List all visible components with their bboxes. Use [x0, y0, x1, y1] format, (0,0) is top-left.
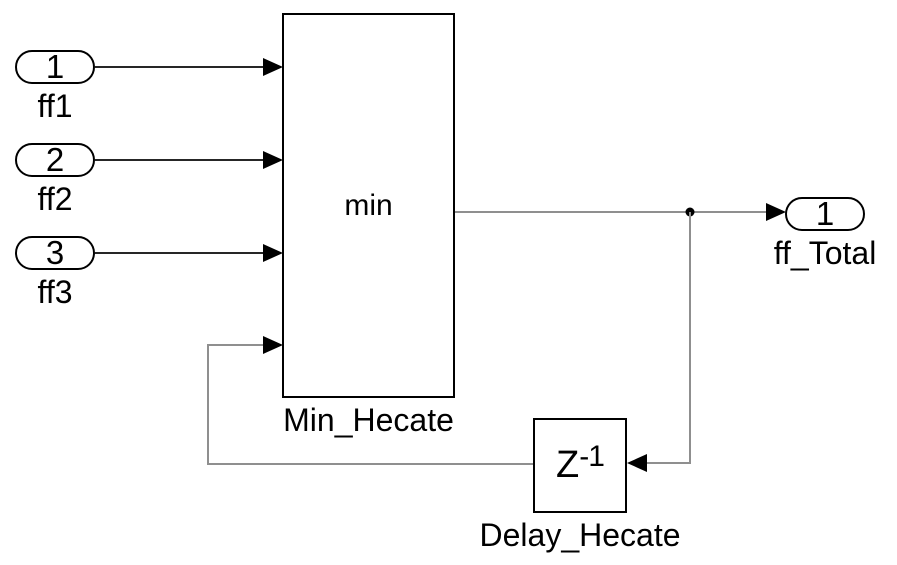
arrowhead-icon [627, 454, 647, 472]
arrowhead-icon [766, 203, 786, 221]
wire-to-delay[interactable] [647, 212, 691, 464]
inport-ff1[interactable]: 1 ff1 [15, 50, 95, 124]
inport-number: 1 [45, 48, 65, 85]
inport-ff2[interactable]: 2 ff2 [15, 143, 95, 217]
inport-number: 3 [45, 234, 65, 271]
inport-number: 2 [45, 141, 65, 178]
delay-block-name[interactable]: Delay_Hecate [479, 517, 681, 553]
wire-feedback[interactable] [207, 344, 533, 465]
inport-ff3[interactable]: 3 ff3 [15, 236, 95, 310]
outport-ff-total[interactable]: 1 ff_Total [774, 197, 876, 271]
delay-symbol: Z-1 [556, 442, 605, 487]
inport-label[interactable]: ff1 [37, 88, 73, 124]
delay-symbol-exponent: -1 [579, 440, 605, 473]
block-delay-hecate[interactable]: Z-1 Delay_Hecate [480, 418, 681, 553]
inport-badge[interactable]: 2 [15, 143, 95, 177]
inport-label[interactable]: ff3 [37, 274, 73, 310]
outport-badge[interactable]: 1 [785, 197, 865, 231]
arrowhead-icon [263, 244, 283, 262]
outport-label[interactable]: ff_Total [773, 235, 877, 271]
inport-badge[interactable]: 1 [15, 50, 95, 84]
arrowhead-icon [263, 336, 283, 354]
min-block-name[interactable]: Min_Hecate [283, 402, 454, 438]
inport-label[interactable]: ff2 [37, 181, 73, 217]
arrowhead-icon [263, 58, 283, 76]
block-min-hecate[interactable]: min Min_Hecate [282, 13, 455, 438]
arrowhead-icon [263, 151, 283, 169]
min-block-function-text: min [344, 188, 393, 222]
inport-badge[interactable]: 3 [15, 236, 95, 270]
delay-symbol-base: Z [556, 444, 580, 486]
outport-number: 1 [815, 195, 835, 232]
